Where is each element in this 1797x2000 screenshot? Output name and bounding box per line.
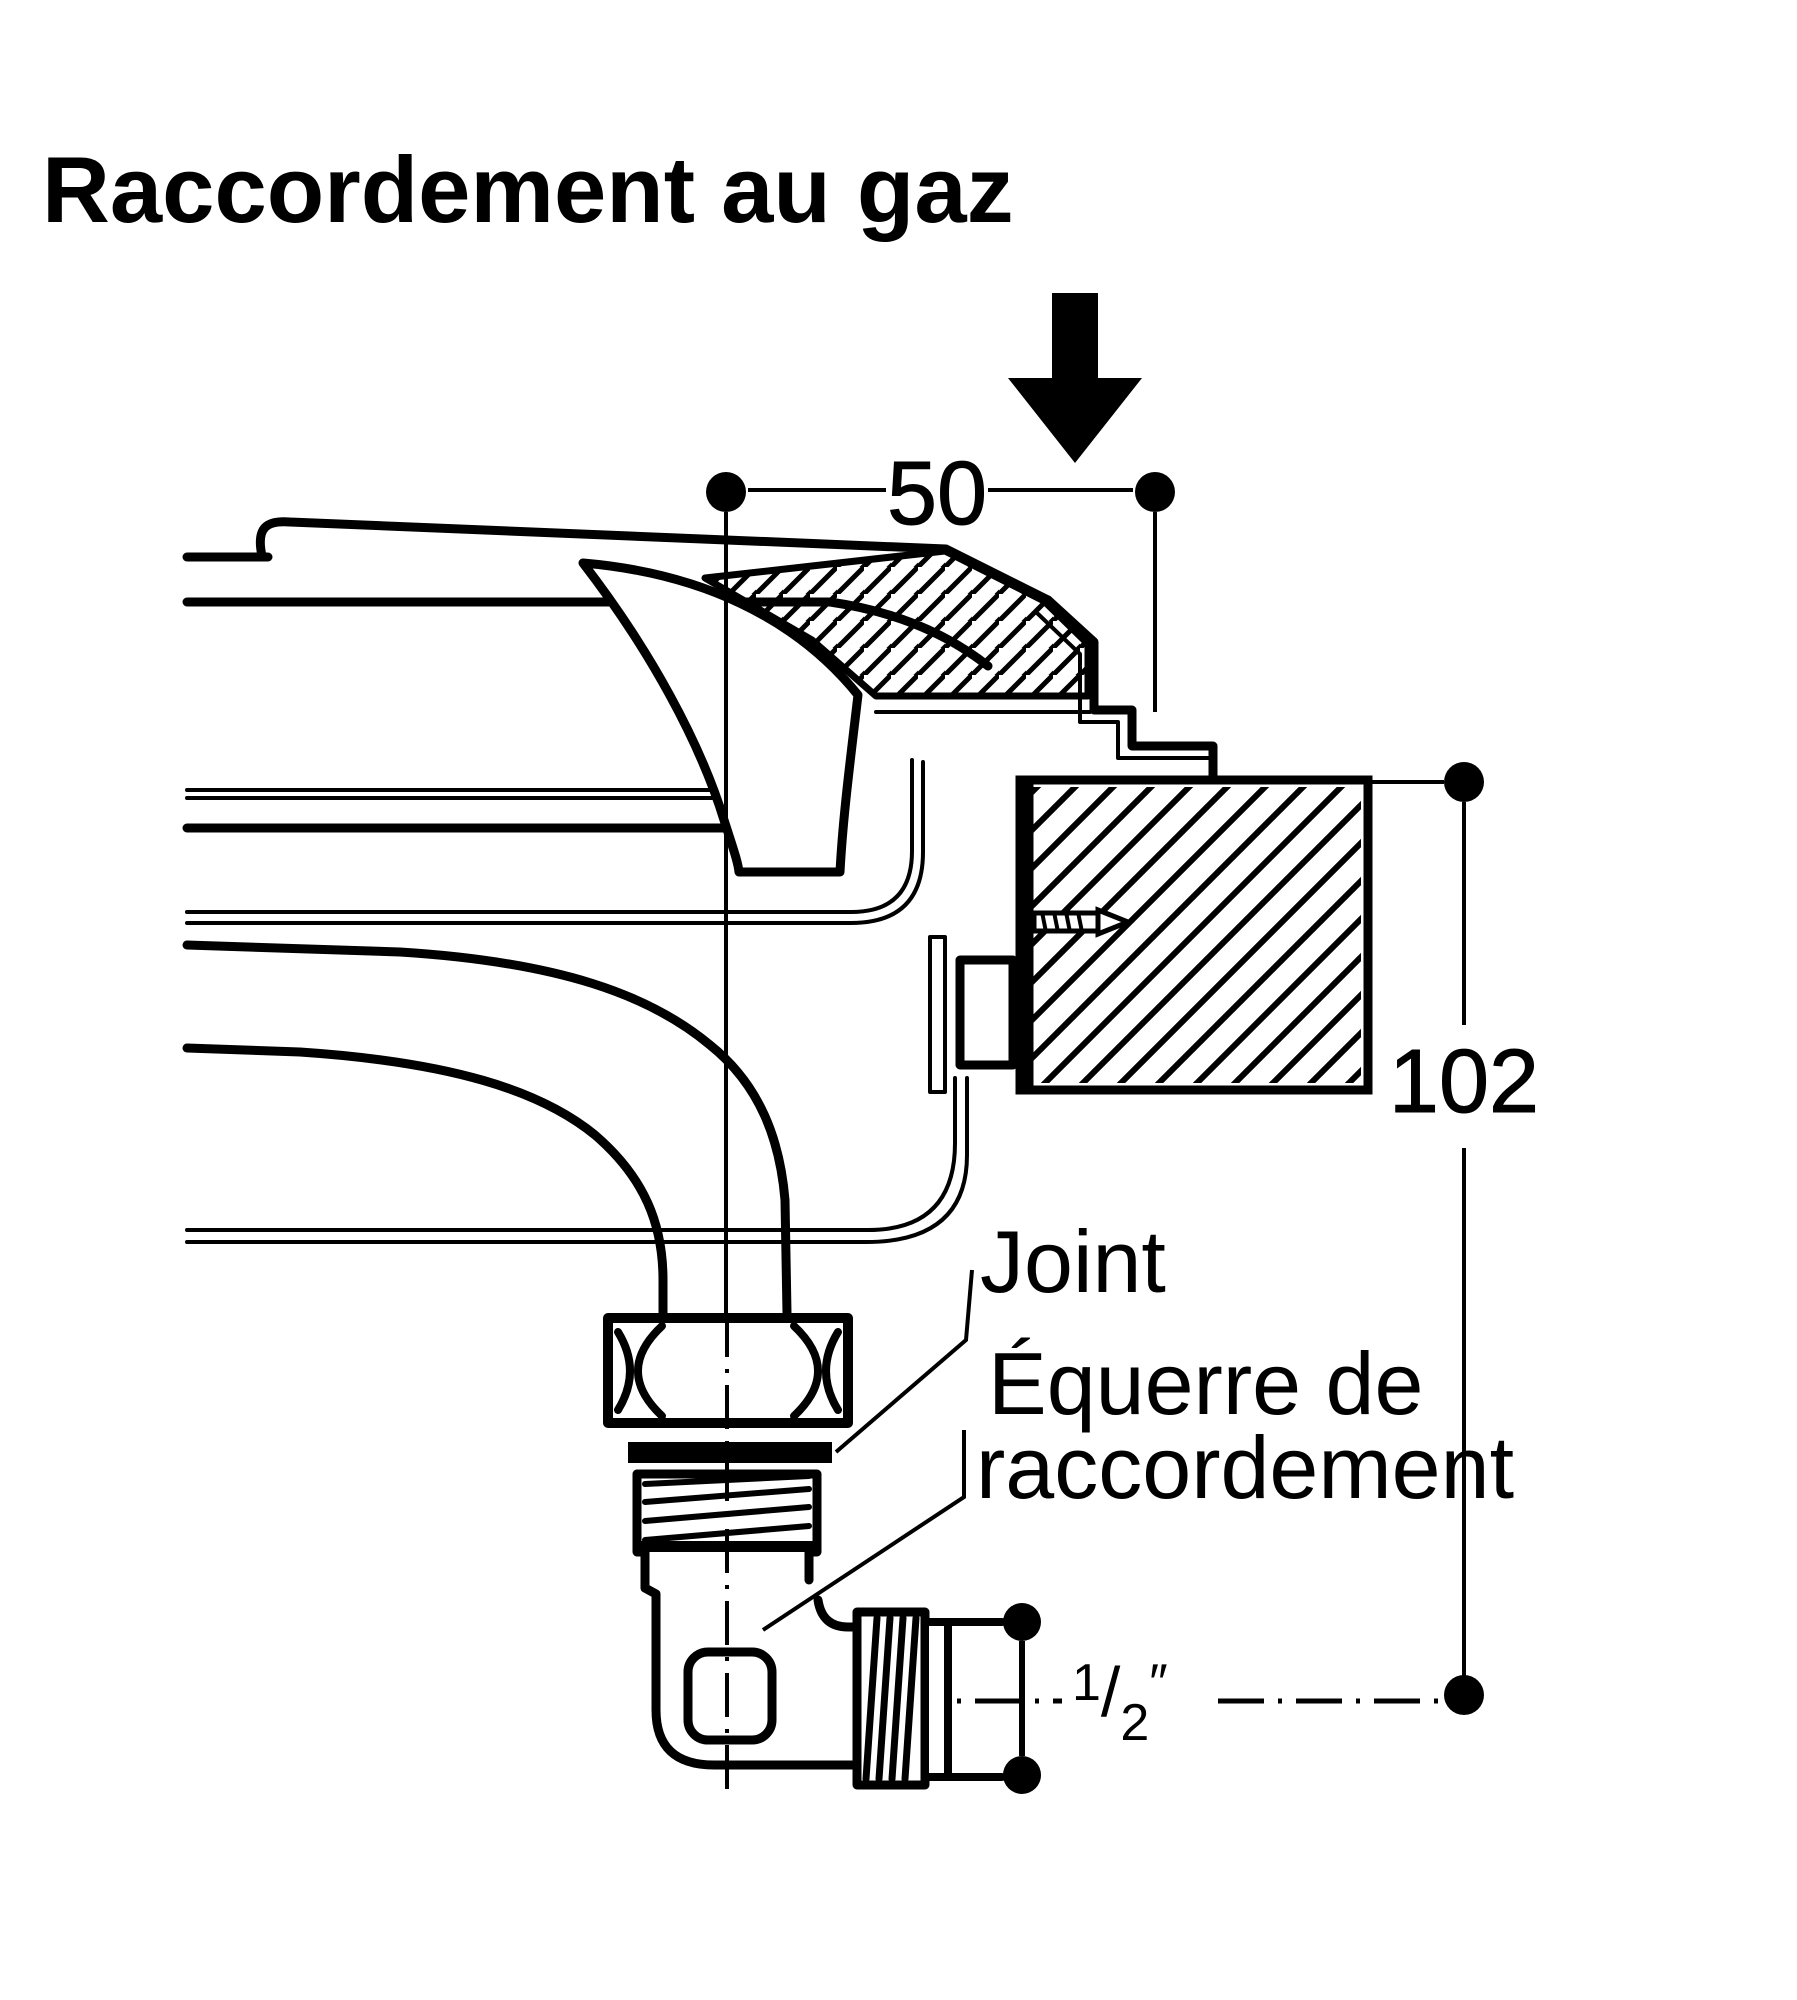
dim-102: 102 [1372,762,1540,1715]
edge-lip-outer [1043,595,1218,787]
dim-50: 50 [706,444,1175,1313]
clamp-block [955,955,1018,1070]
gas-pipe-outer [182,940,792,1318]
cooktop-edge-wedge [701,547,1092,700]
gasket [628,1442,832,1463]
connection-elbow [640,1547,862,1770]
dim-half-inch-value: 1/2″ [1072,1653,1168,1752]
mounting-bracket [928,935,947,1094]
burner-cap-top [255,517,1053,605]
page-title: Raccordement au gaz [42,137,1014,242]
dim-dot [1444,762,1484,802]
bracket-leader-line [761,1430,966,1632]
chassis-inner-wall-b [185,760,925,925]
gasket-leader-line [834,1269,974,1454]
gasket-label: Joint [980,1212,1166,1311]
chassis-bottom-a [185,1076,957,1232]
centerlines [725,1313,1446,1800]
dim-dot [1135,472,1175,512]
worktop-block [1015,775,1373,1095]
down-arrow-icon [1008,293,1142,463]
cooktop-section [182,517,1218,1318]
gas-pipe-inner [182,1043,668,1318]
dim-dot [1003,1603,1041,1641]
gas-fitting-assembly [603,1313,1006,1790]
elbow-socket [683,1647,777,1745]
outlet-fitting [852,1607,1006,1790]
dim-half-inch: 1/2″ [1003,1603,1168,1794]
dim-50-value: 50 [887,444,987,544]
edge-lip-inner [1034,610,1215,760]
dim-102-value: 102 [1389,1032,1539,1132]
bracket-label-line2: raccordement [976,1418,1514,1517]
bracket-label-line1: Équerre de [988,1334,1423,1433]
dim-dot [1003,1756,1041,1794]
dim-dot [706,472,746,512]
chassis-inner-wall-a [185,758,914,914]
chassis-bottom-b [185,1076,969,1244]
wood-screw-icon [1031,906,1135,938]
dim-dot [1444,1675,1484,1715]
callouts [761,1269,974,1632]
